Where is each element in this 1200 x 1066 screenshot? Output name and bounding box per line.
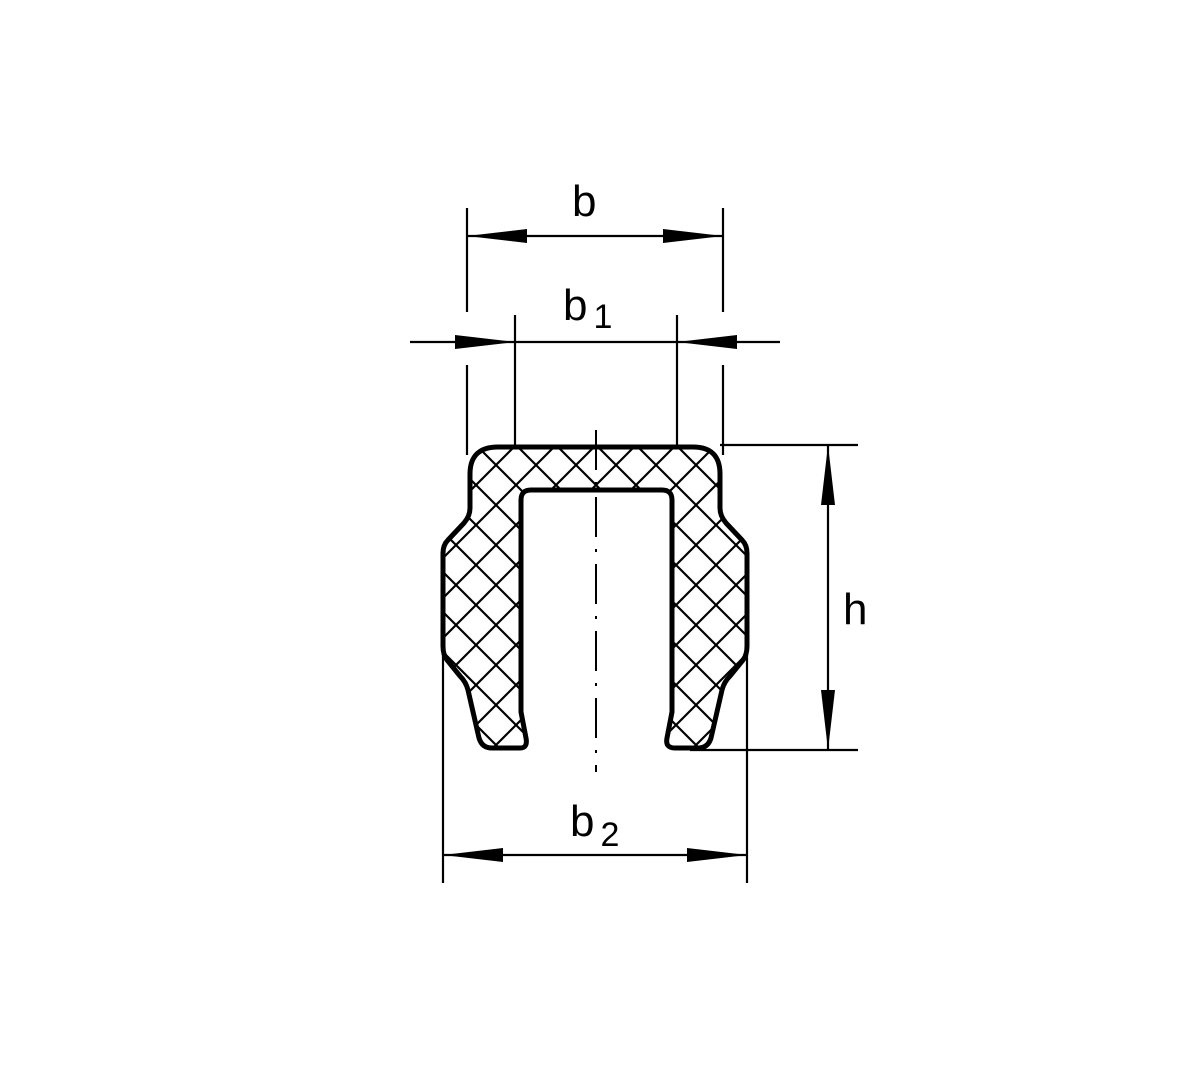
label-b1-base: b	[563, 281, 587, 330]
label-b: b	[572, 177, 596, 226]
label-b2-base: b	[570, 797, 594, 846]
label-b2-subscript: 2	[600, 816, 619, 854]
label-b1-subscript: 1	[593, 298, 612, 336]
dimension-h: h	[690, 443, 867, 752]
label-h: h	[843, 585, 867, 634]
dimension-b: b	[465, 177, 725, 455]
